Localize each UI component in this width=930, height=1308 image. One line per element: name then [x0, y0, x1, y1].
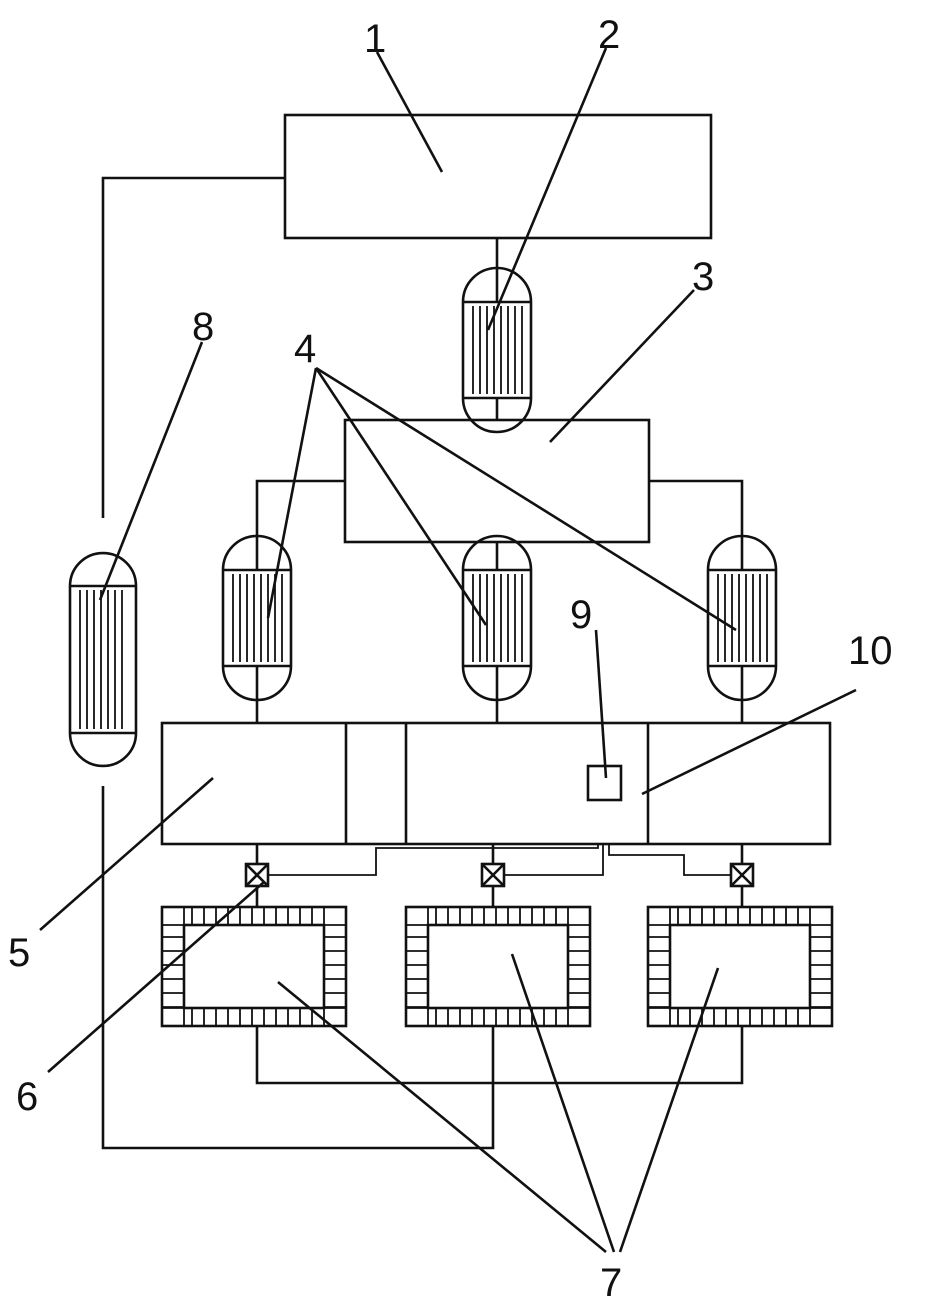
label-1: 1: [364, 17, 386, 61]
valve-left: [244, 862, 270, 888]
leader-lines: [39, 47, 857, 1254]
equipment-5-block: [160, 721, 832, 846]
unit-7-right: [646, 905, 834, 1028]
label-8: 8: [192, 305, 214, 349]
valve-right: [729, 862, 755, 888]
vessel-8: [68, 551, 138, 768]
label-2: 2: [598, 13, 620, 57]
label-9: 9: [570, 593, 592, 637]
units-7: [160, 905, 834, 1028]
label-5: 5: [8, 931, 30, 975]
unit-7-left: [160, 905, 348, 1028]
label-4: 4: [294, 327, 316, 371]
label-3: 3: [692, 255, 714, 299]
label-7: 7: [600, 1261, 622, 1305]
equipment-1: [283, 113, 713, 240]
unit-7-center: [404, 905, 592, 1028]
label-6: 6: [16, 1075, 38, 1119]
label-10: 10: [848, 629, 893, 673]
valve-center: [480, 862, 506, 888]
